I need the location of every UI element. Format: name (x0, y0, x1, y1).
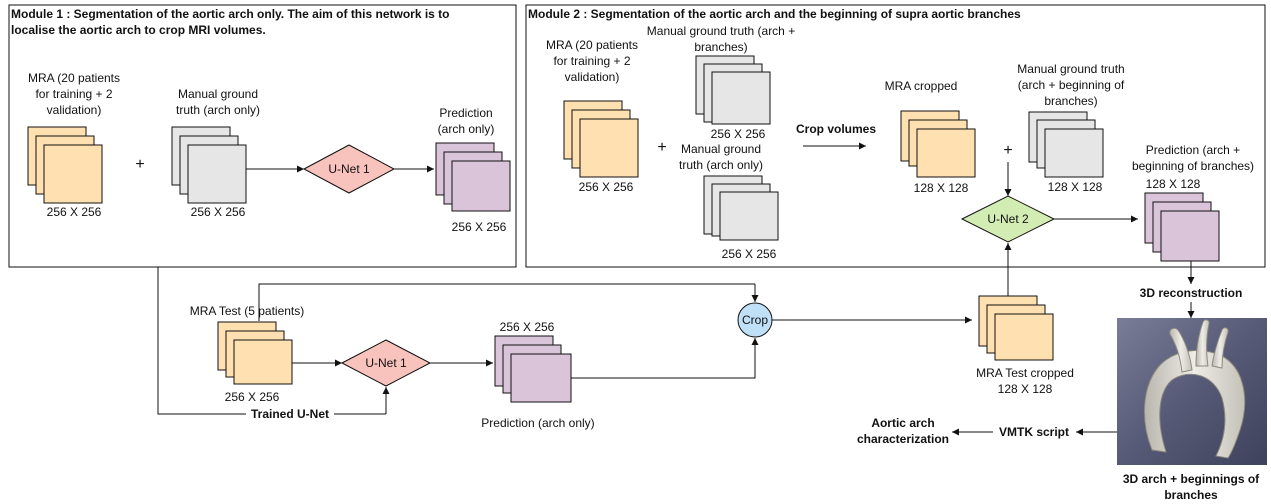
bottom-pred-stack (494, 335, 572, 403)
svg-text:128 X 128: 128 X 128 (998, 382, 1053, 396)
bottom-pred-label: Prediction (arch only) (481, 416, 594, 430)
svg-text:for training + 2: for training + 2 (35, 87, 112, 101)
test-cropped-stack (978, 295, 1054, 361)
module2-title: Module 2 : Segmentation of the aortic ar… (528, 7, 1021, 21)
svg-text:Aortic arch: Aortic arch (871, 416, 934, 430)
svg-text:Prediction: Prediction (439, 106, 492, 120)
m2-pred-size: 128 X 128 (1146, 177, 1201, 191)
m1-unet1-label: U-Net 1 (328, 162, 370, 176)
svg-text:validation): validation) (565, 70, 620, 84)
m2-gt-top-size: 256 X 256 (711, 127, 766, 141)
svg-text:characterization: characterization (857, 432, 949, 446)
svg-text:3D arch + beginnings of: 3D arch + beginnings of (1123, 472, 1260, 486)
test-size: 256 X 256 (225, 390, 280, 404)
svg-text:truth (arch only): truth (arch only) (679, 158, 763, 172)
m2-gt-bottom-label: Manual ground truth (arch only) (679, 142, 763, 172)
m2-mra-stack (563, 100, 639, 178)
module1-frame (8, 4, 517, 268)
m1-plus: + (135, 156, 144, 173)
svg-text:for training + 2: for training + 2 (553, 54, 630, 68)
m2-gt-bottom-size: 256 X 256 (722, 247, 777, 261)
svg-text:(arch only): (arch only) (438, 122, 495, 136)
pred-to-crop-line (571, 352, 756, 379)
m1-pred-stack (435, 142, 511, 212)
module2-frame (525, 4, 1266, 268)
m2-cropped-label: MRA cropped (885, 79, 958, 93)
recon-label: 3D reconstruction (1140, 286, 1243, 300)
m2-gt-top-label: Manual ground truth (arch + branches) (647, 24, 795, 54)
aortic-label: Aortic arch characterization (857, 416, 949, 446)
m1-mra-stack (27, 126, 103, 204)
final-label: 3D arch + beginnings of branches (1123, 472, 1260, 502)
m1-gt-size: 256 X 256 (191, 205, 246, 219)
m2-gt-cropped-size: 128 X 128 (1048, 180, 1103, 194)
test-stack (217, 321, 293, 385)
m2-pred-label: Prediction (arch + beginning of branches… (1132, 143, 1254, 173)
m1-mra-label: MRA (20 patients for training + 2 valida… (28, 71, 120, 117)
m2-plus2: + (1003, 142, 1012, 159)
svg-text:Manual ground truth: Manual ground truth (1017, 62, 1124, 76)
module1-title-line1: Module 1 : Segmentation of the aortic ar… (11, 7, 450, 21)
m2-cropped-size: 128 X 128 (914, 181, 969, 195)
svg-text:branches): branches) (1044, 94, 1097, 108)
test-label: MRA Test (5 patients) (190, 304, 305, 318)
svg-text:MRA Test cropped: MRA Test cropped (976, 366, 1074, 380)
m1-pred-size: 256 X 256 (452, 220, 507, 234)
svg-text:Manual ground: Manual ground (178, 87, 258, 101)
vmtk-label: VMTK script (999, 425, 1069, 439)
m2-unet2-label: U-Net 2 (987, 212, 1029, 226)
m1-gt-stack (171, 126, 247, 204)
svg-text:branches: branches (1164, 488, 1218, 502)
svg-text:branches): branches) (694, 40, 747, 54)
m2-crop-volumes: Crop volumes (796, 122, 876, 136)
svg-text:validation): validation) (47, 103, 102, 117)
m1-pred-label: Prediction (arch only) (438, 106, 495, 136)
test-to-crop-line (258, 283, 755, 321)
3d-render-image (1117, 318, 1267, 465)
m2-cropped-stack (900, 110, 976, 178)
trained-label-bg (246, 406, 334, 422)
svg-text:Manual ground truth (arch +: Manual ground truth (arch + (647, 24, 795, 38)
bottom-unet1-label: U-Net 1 (365, 356, 407, 370)
m2-gt-cropped-label: Manual ground truth (arch + beginning of… (1017, 62, 1125, 108)
m2-gt-top-stack (695, 55, 771, 125)
module1-title-line2: localise the aortic arch to crop MRI vol… (11, 23, 266, 37)
m1-mra-size: 256 X 256 (47, 205, 102, 219)
m2-mra-label: MRA (20 patients for training + 2 valida… (546, 38, 638, 84)
svg-text:MRA (20 patients: MRA (20 patients (28, 71, 120, 85)
m2-plus: + (657, 139, 666, 156)
bottom-pred-size: 256 X 256 (500, 320, 555, 334)
svg-text:(arch + beginning of: (arch + beginning of (1018, 78, 1125, 92)
svg-text:truth (arch only): truth (arch only) (176, 103, 260, 117)
svg-text:MRA (20 patients: MRA (20 patients (546, 38, 638, 52)
trained-label: Trained U-Net (251, 407, 329, 421)
test-cropped-label: MRA Test cropped 128 X 128 (976, 366, 1074, 396)
m1-gt-label: Manual ground truth (arch only) (176, 87, 260, 117)
m2-gt-bottom-stack (703, 175, 779, 241)
m2-mra-size: 256 X 256 (579, 180, 634, 194)
svg-text:Prediction (arch +: Prediction (arch + (1146, 143, 1240, 157)
crop-label: Crop (742, 313, 768, 327)
svg-text:Manual ground: Manual ground (681, 142, 761, 156)
m2-pred-stack (1144, 192, 1220, 262)
svg-text:beginning of branches): beginning of branches) (1132, 159, 1254, 173)
m2-gt-cropped-stack (1028, 111, 1104, 178)
